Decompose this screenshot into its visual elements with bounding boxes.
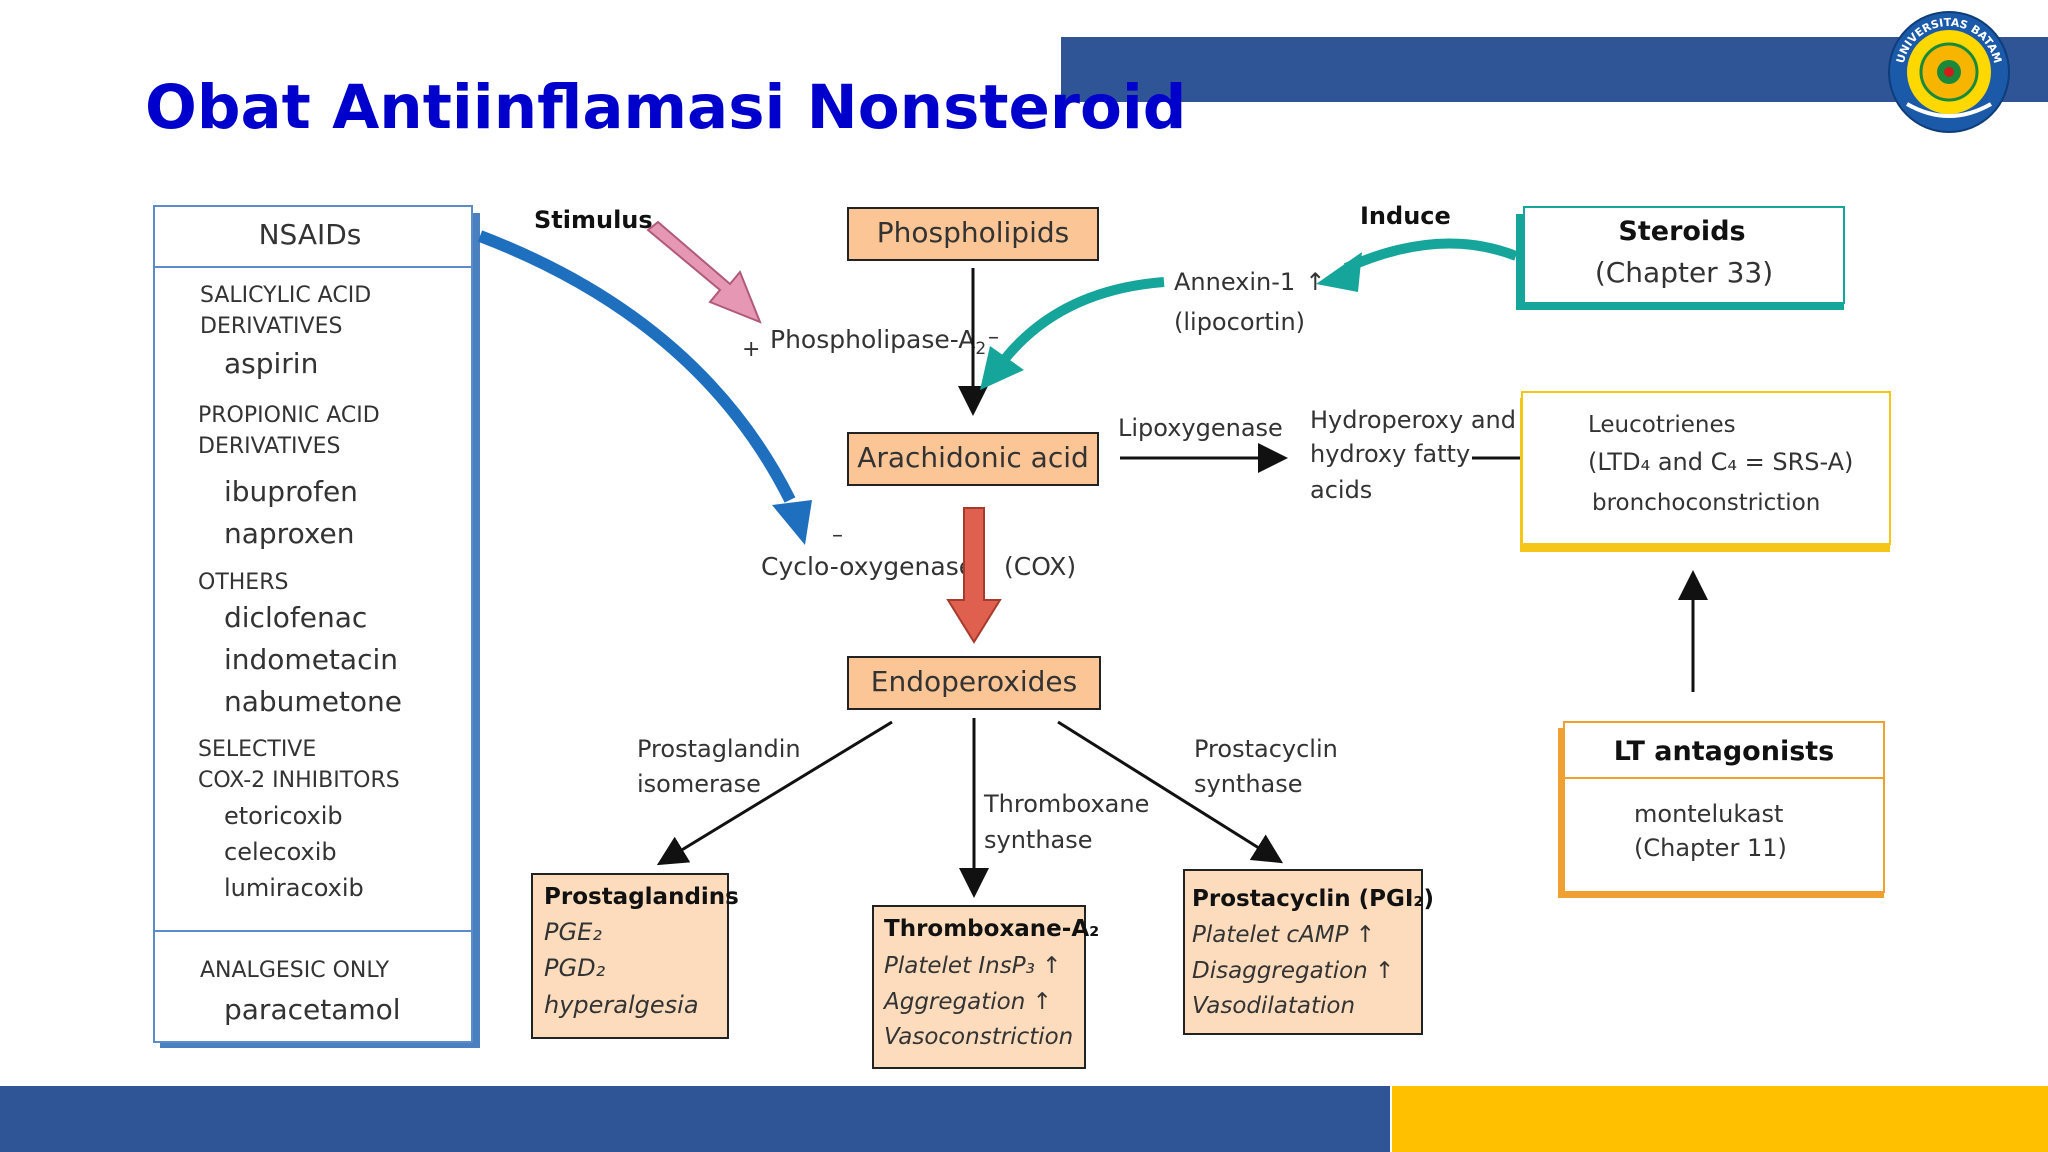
phospholipids-box (847, 207, 1099, 261)
steroids-box (1523, 206, 1845, 304)
cox-abbr-label: (COX) (1004, 552, 1076, 581)
prostaglandins-line: PGE₂ (544, 918, 602, 946)
analgesic-label: ANALGESIC ONLY (200, 958, 390, 983)
endoperoxides-label: Endoperoxides (871, 665, 1077, 698)
prostacyclin-line: Disaggregation ↑ (1192, 958, 1394, 984)
induce-arrow-head (1316, 252, 1362, 292)
steroids-title: Steroids (1618, 216, 1745, 247)
drug-name: celecoxib (224, 838, 337, 866)
drug-name: etoricoxib (224, 802, 343, 830)
induce-label: Induce (1360, 202, 1451, 230)
steroids-chapter: (Chapter 33) (1595, 256, 1773, 289)
header-bar (1061, 37, 2048, 102)
footer-bar-gold (1392, 1086, 2048, 1152)
arachidonic-box (847, 432, 1099, 486)
prostaglandins-line: hyperalgesia (544, 991, 699, 1019)
leucotrienes-effect: bronchoconstriction (1592, 490, 1820, 516)
cox-arrow (946, 507, 1002, 644)
drug-name: lumiracoxib (224, 874, 364, 902)
tx-synthase-line: Thromboxane (983, 790, 1149, 818)
prostacyclin-title: Prostacyclin (PGI₂) (1192, 886, 1434, 912)
thromboxane-line: Aggregation ↑ (882, 989, 1052, 1015)
stimulus-arrow (646, 220, 762, 324)
prostaglandins-title: Prostaglandins (544, 884, 739, 910)
prostacyclin-line: Platelet cAMP ↑ (1192, 922, 1375, 948)
leucotrienes-title: Leucotrienes (1588, 412, 1736, 438)
pg-isomerase-line: isomerase (637, 770, 761, 798)
pg-isomerase-line: Prostaglandin (637, 735, 801, 763)
nsaid-inhibition-arrow (477, 230, 796, 503)
tx-synthase-line: synthase (984, 826, 1093, 854)
drug-name: aspirin (224, 347, 318, 380)
group-label: COX-2 INHIBITORS (198, 768, 400, 793)
arrow-to-prostacyclin (1057, 720, 1284, 864)
phospholipids-label: Phospholipids (877, 216, 1069, 249)
minus-sign: – (832, 523, 843, 548)
university-logo: UNIVERSITAS BATAM (1888, 11, 2010, 133)
up-arrow-icon: ↑ (1305, 268, 1325, 296)
lt-antagonists-box (1563, 721, 1885, 893)
phospholipase-label: Phospholipase-A2 (770, 325, 986, 359)
prostaglandins-box (531, 873, 729, 1039)
drug-name: paracetamol (224, 993, 401, 1026)
prostaglandins-line: PGD₂ (544, 954, 606, 982)
nsaid-arrow-head (772, 500, 812, 545)
nsaids-header: NSAIDs (259, 218, 362, 251)
leucotrienes-formula: (LTD₄ and C₄ = SRS-A) (1588, 448, 1853, 476)
drug-name: indometacin (224, 643, 398, 676)
minus-sign: – (988, 325, 999, 350)
thromboxane-line: Vasoconstriction (884, 1024, 1073, 1050)
slide-title: Obat Antiinflamasi Nonsteroid (145, 72, 1187, 143)
leucotrienes-box (1521, 391, 1891, 545)
endoperoxides-box (847, 656, 1101, 710)
cox-label: Cyclo-oxygenase (761, 552, 974, 581)
group-label: SALICYLIC ACID (200, 283, 371, 308)
lipoxygenase-label: Lipoxygenase (1118, 414, 1283, 442)
induce-arrow (1343, 238, 1518, 273)
lt-chapter: (Chapter 11) (1634, 834, 1787, 862)
arachidonic-label: Arachidonic acid (857, 441, 1089, 474)
prostacyclin-line: Vasodilatation (1192, 993, 1355, 1019)
drug-name: naproxen (224, 517, 355, 550)
thromboxane-title: Thromboxane-A₂ (884, 916, 1099, 942)
thromboxane-line: Platelet InsP₃ ↑ (884, 953, 1061, 979)
hydroperoxy-line: Hydroperoxy and (1310, 406, 1516, 434)
annexin-inhibition-arrow (1000, 277, 1165, 364)
group-label: OTHERS (198, 570, 288, 595)
footer-bar-blue (0, 1086, 1390, 1152)
annexin-arrow-head (980, 346, 1024, 390)
lt-drug: montelukast (1634, 800, 1783, 828)
lt-antagonists-title: LT antagonists (1614, 736, 1835, 767)
stimulus-label: Stimulus (534, 206, 653, 234)
hydroperoxy-line: hydroxy fatty (1310, 440, 1470, 468)
group-label: DERIVATIVES (200, 314, 342, 339)
lipocortin-label: (lipocortin) (1174, 308, 1305, 336)
nsaids-panel: NSAIDs SALICYLIC ACID DERIVATIVES aspiri… (153, 205, 480, 1048)
drug-name: diclofenac (224, 601, 367, 634)
plus-sign: + (742, 337, 760, 362)
annexin-label: Annexin-1↑ (1174, 268, 1325, 296)
prostacyclin-box (1183, 869, 1423, 1035)
group-label: PROPIONIC ACID (198, 403, 380, 428)
drug-name: nabumetone (224, 685, 402, 718)
group-label: DERIVATIVES (198, 434, 340, 459)
group-label: SELECTIVE (198, 737, 316, 762)
pc-synthase-line: Prostacyclin (1194, 735, 1338, 763)
drug-name: ibuprofen (224, 475, 358, 508)
hydroperoxy-line: acids (1310, 476, 1372, 504)
thromboxane-box (872, 905, 1086, 1069)
pc-synthase-line: synthase (1194, 770, 1303, 798)
arrow-to-prostaglandins (656, 720, 893, 866)
